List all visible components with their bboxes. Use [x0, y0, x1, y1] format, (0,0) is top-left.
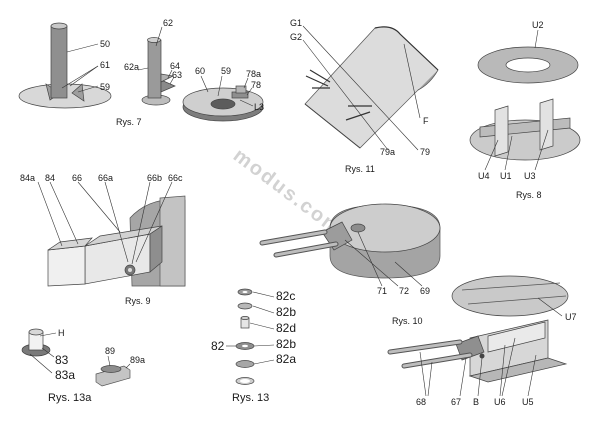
label-84a: 84a [20, 173, 35, 183]
ring-60-hole [210, 98, 236, 110]
web-U6 [487, 321, 546, 353]
rod-G1b [309, 69, 331, 83]
label-59b: 59 [221, 66, 231, 76]
label-U3: U3 [524, 171, 536, 181]
washer-82c-hole [242, 291, 248, 293]
base-U5-edge [468, 357, 568, 383]
fin-64 [160, 73, 175, 83]
disc-U7 [451, 275, 569, 317]
label-66c: 66c [168, 173, 183, 183]
label-82b: 82b [276, 305, 296, 319]
caption-rys11: Rys. 11 [345, 164, 375, 174]
label-82a: 82a [276, 352, 296, 366]
caption-rys13a: Rys. 13a [48, 392, 92, 404]
cylinder-83-top [28, 328, 44, 336]
label-89a: 89a [130, 355, 145, 365]
figure-rys10: 71 72 69 U7 Rys. 10 68 67 B U6 U5 [259, 203, 577, 407]
fin-63 [160, 79, 176, 93]
washer-82a-lower-hole [240, 379, 250, 383]
caption-rys10: Rys. 10 [392, 316, 423, 326]
bracket-78a [235, 85, 247, 94]
box-84 [47, 245, 86, 287]
figure-rys8: U2 U4 U1 U3 Rys. 8 [469, 20, 581, 200]
label-63: 63 [172, 70, 182, 80]
cap-71 [350, 223, 366, 233]
label-68: 68 [416, 397, 426, 407]
label-U6: U6 [494, 397, 506, 407]
label-B: B [473, 397, 479, 407]
turret-69-top [329, 203, 441, 253]
caption-rys8: Rys. 8 [516, 190, 542, 200]
figure-rys7: 50 61 59 62 62a 64 63 60 59 78a 78 L3 Ry… [18, 18, 264, 127]
label-71: 71 [377, 286, 387, 296]
label-U5: U5 [522, 397, 534, 407]
label-84: 84 [45, 173, 55, 183]
label-82: 82 [211, 339, 225, 353]
washer-82b-upper [237, 302, 253, 310]
caption-rys13: Rys. 13 [232, 392, 269, 404]
ring-U2-hole [505, 57, 551, 73]
tube-62 [147, 39, 162, 99]
washer-82b-lower-hole [242, 344, 248, 348]
label-79: 79 [420, 147, 430, 157]
figure-rys11: G1 G2 F 79a 79 Rys. 11 [290, 18, 439, 174]
label-83: 83 [55, 353, 69, 367]
label-72: 72 [399, 286, 409, 296]
figure-rys13: 82c 82b 82d 82 82b 82a Rys. 13 [211, 288, 296, 404]
label-G2: G2 [290, 32, 302, 42]
figure-rys13a: H 83 83a 89 89a Rys. 13a [21, 328, 145, 404]
knob-66b-centre [128, 268, 132, 272]
label-59: 59 [100, 82, 110, 92]
web-U3 [539, 98, 554, 151]
label-82d: 82d [276, 321, 296, 335]
figure-rys9: 84a 84 66 66a 66b 66c Rys. 9 [20, 173, 186, 306]
pin-82d-top [240, 316, 250, 320]
gusset-61b [71, 83, 85, 102]
label-89: 89 [105, 346, 115, 356]
rod-G1a [305, 75, 329, 87]
web-U4 [494, 105, 509, 157]
label-78: 78 [251, 80, 261, 90]
label-82b-lower: 82b [276, 337, 296, 351]
washer-82a [235, 360, 255, 368]
label-66: 66 [72, 173, 82, 183]
label-G1: G1 [290, 18, 302, 28]
tube-50-top [50, 22, 68, 30]
label-64: 64 [170, 61, 180, 71]
label-U1: U1 [500, 171, 512, 181]
label-83a: 83a [55, 368, 75, 382]
box-66-side [149, 225, 163, 273]
edge-rail [304, 103, 361, 149]
caption-rys9: Rys. 9 [125, 296, 151, 306]
label-62: 62 [163, 18, 173, 28]
label-60: 60 [195, 66, 205, 76]
label-L3: L3 [254, 102, 264, 112]
label-78a: 78a [246, 69, 261, 79]
label-66b: 66b [147, 173, 162, 183]
pin-B [479, 353, 485, 359]
label-50: 50 [100, 39, 110, 49]
label-F: F [423, 116, 429, 126]
label-67: 67 [451, 397, 461, 407]
label-69: 69 [420, 286, 430, 296]
label-U4: U4 [478, 171, 490, 181]
label-79a: 79a [380, 147, 395, 157]
label-61: 61 [100, 60, 110, 70]
label-66a: 66a [98, 173, 113, 183]
box-84-top [47, 237, 93, 251]
label-H: H [58, 328, 65, 338]
label-U7: U7 [565, 312, 577, 322]
rod-lower-a [345, 111, 371, 121]
label-82c: 82c [276, 289, 295, 303]
block-89-slot [100, 365, 122, 373]
block-89 [95, 365, 131, 387]
label-U2: U2 [532, 20, 544, 30]
caption-rys7: Rys. 7 [116, 117, 142, 127]
label-62a: 62a [124, 62, 139, 72]
tube-50 [50, 25, 68, 99]
